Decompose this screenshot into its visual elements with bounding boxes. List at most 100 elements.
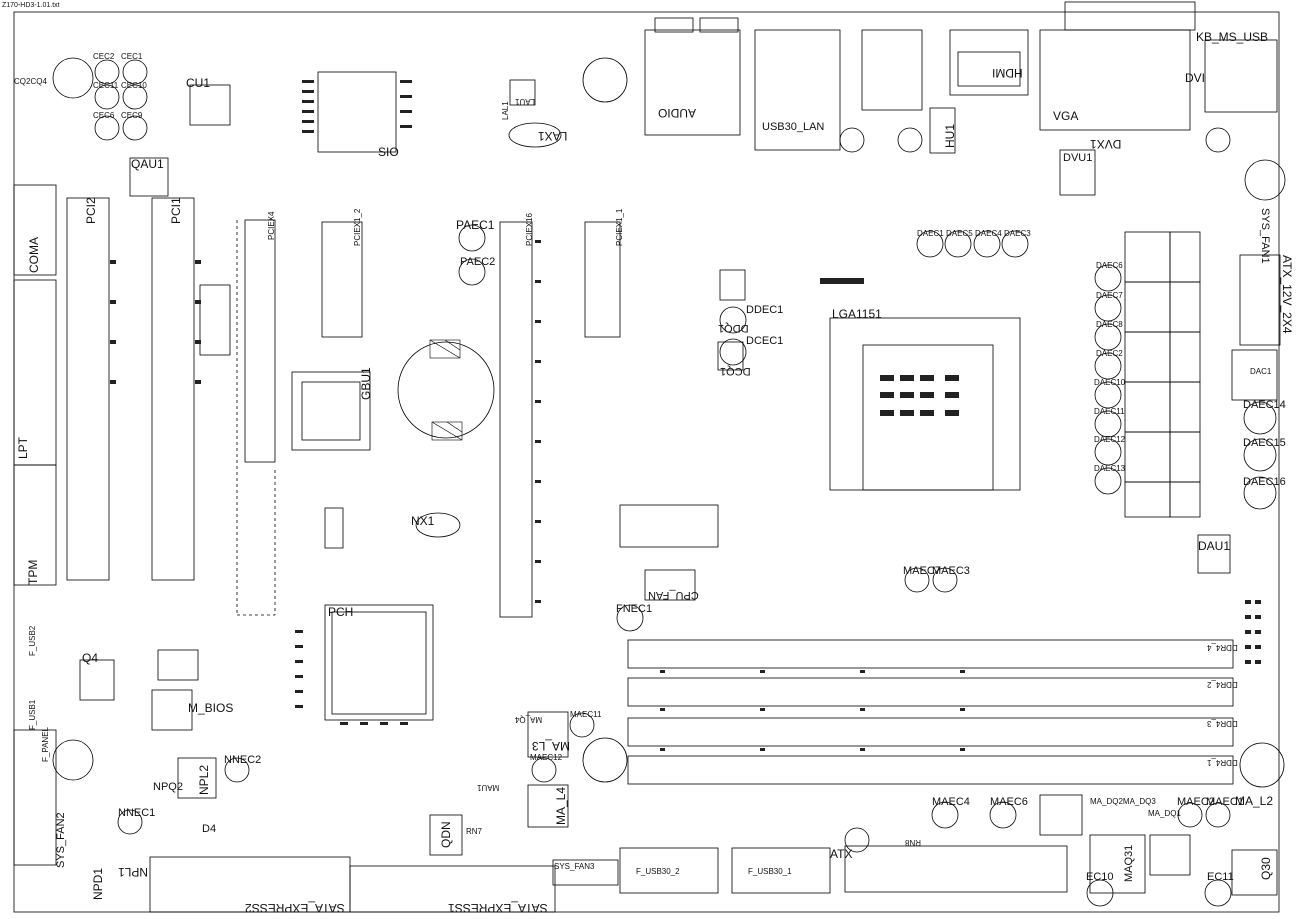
label-ma-l3: MA_L3 xyxy=(532,739,571,753)
label-paec1: PAEC1 xyxy=(456,218,495,232)
label-cq2cq4: CQ2CQ4 xyxy=(14,77,47,86)
sys-fan3-header xyxy=(552,859,619,886)
label-daec4: DAEC4 xyxy=(975,229,1002,238)
label-daec10: DAEC10 xyxy=(1094,378,1126,387)
label-sata-express2: SATA_EXPRESS2 xyxy=(245,901,345,915)
lga1151-socket xyxy=(829,317,1021,491)
label-f-usb30-1: F_USB30_1 xyxy=(748,867,792,876)
mount-hole-top-left xyxy=(52,57,94,99)
label-maec1: MAEC1 xyxy=(1206,796,1244,808)
tpm-outline xyxy=(13,464,57,586)
label-f-panel: F_PANEL xyxy=(41,727,50,762)
label-daec15: DAEC15 xyxy=(1243,437,1286,449)
mount-hole-top-mid xyxy=(582,57,628,103)
label-usb30-lan: USB30_LAN xyxy=(762,121,825,133)
f-usb30-2-header xyxy=(619,847,719,894)
label-fnec1: FNEC1 xyxy=(616,603,653,615)
sio-chip xyxy=(317,71,397,153)
label-daec3: DAEC3 xyxy=(1004,229,1031,238)
label-sys-fan1: SYS_FAN1 xyxy=(1259,208,1271,264)
label-ma-l4: MA_L4 xyxy=(554,786,568,825)
audio-jack-outline xyxy=(644,29,741,136)
pciex1-2-slot xyxy=(321,221,363,338)
label-nnec2: NNEC2 xyxy=(224,754,262,766)
label-atx: ATX xyxy=(830,847,853,861)
label-coma: COMA xyxy=(27,237,41,273)
label-rn8: RN8 xyxy=(905,838,922,847)
label-daec2: DAEC2 xyxy=(1096,349,1123,358)
label-npq2: NPQ2 xyxy=(153,781,183,793)
label-pciex1-2: PCIEX1_2 xyxy=(353,208,362,246)
label-mau1: MAU1 xyxy=(477,783,500,792)
label-ma-q4: MA_Q4 xyxy=(515,715,543,724)
label-maec12: MAEC12 xyxy=(530,753,563,762)
pciex1-1-slot xyxy=(584,221,621,338)
label-maec7: MAEC7 xyxy=(903,565,941,577)
pch-chip xyxy=(324,604,434,721)
cpu-fan-header xyxy=(644,569,696,601)
cmos-battery xyxy=(397,341,495,439)
label-pciex1-1: PCIEX1_1 xyxy=(615,208,624,246)
audio-jack-top-2 xyxy=(699,17,739,33)
label-lau1: LAU1 xyxy=(515,97,536,106)
mount-hole-right-top xyxy=(1244,159,1286,201)
label-cu1: CU1 xyxy=(186,76,211,90)
label-gbu1: GBU1 xyxy=(359,367,373,400)
file-title: Z170-HD3-1.01.txt xyxy=(2,2,60,9)
label-dvu1: DVU1 xyxy=(1063,152,1093,164)
label-ddq1: DDQ1 xyxy=(718,322,749,334)
label-maec11: MAEC11 xyxy=(570,710,602,719)
label-cec9: CEC9 xyxy=(121,111,143,120)
label-pch: PCH xyxy=(328,605,354,619)
label-nnec1: NNEC1 xyxy=(118,807,156,819)
usb-stack-outline xyxy=(861,29,923,111)
ddr4-slot-3 xyxy=(627,717,1234,747)
label-daec6: DAEC6 xyxy=(1096,261,1123,270)
label-daec5: DAEC5 xyxy=(946,229,973,238)
label-dcq1: DCQ1 xyxy=(720,365,751,377)
label-f-usb2: F_USB2 xyxy=(28,625,37,656)
label-lpt: LPT xyxy=(16,436,30,459)
pciex4-slot xyxy=(244,219,276,463)
label-sys-fan2: SYS_FAN2 xyxy=(55,812,67,868)
label-hu1: HU1 xyxy=(943,123,957,148)
label-daec8: DAEC8 xyxy=(1096,320,1123,329)
mount-hole-bottom-left xyxy=(52,739,94,781)
label-dvi: DVI xyxy=(1185,71,1206,85)
label-vga: VGA xyxy=(1053,109,1079,123)
label-ddr4-4: DDR4_4 xyxy=(1207,643,1238,652)
label-cec2: CEC2 xyxy=(93,52,115,61)
label-ma-dq1: MA_DQ1 xyxy=(1148,809,1181,818)
sata-express1 xyxy=(349,865,556,913)
label-hdmi: HDMI xyxy=(992,66,1023,80)
label-dvx1: DVX1 xyxy=(1090,137,1122,151)
label-ma-l2: MA_L2 xyxy=(1235,794,1274,808)
label-pciex16: PCIEX16 xyxy=(525,213,534,246)
label-pciex4: PCIEX4 xyxy=(267,211,276,240)
label-daec7: DAEC7 xyxy=(1096,291,1123,300)
ddr4-slot-4 xyxy=(627,639,1234,669)
label-d4: D4 xyxy=(202,823,217,835)
label-q4: Q4 xyxy=(82,651,99,665)
label-pci2: PCI2 xyxy=(84,197,98,224)
label-paec2: PAEC2 xyxy=(460,256,496,268)
mount-hole-bottom-right xyxy=(1239,742,1285,788)
label-npd1: NPD1 xyxy=(91,867,105,900)
label-ec10: EC10 xyxy=(1086,871,1114,883)
label-f-usb30-2: F_USB30_2 xyxy=(636,867,680,876)
pci2-slot xyxy=(66,197,110,581)
label-qdn: QDN xyxy=(439,821,453,848)
ddr4-slot-1 xyxy=(627,755,1234,785)
f-usb30-1-header xyxy=(731,847,831,894)
kb-ms-usb-outline xyxy=(1204,39,1278,113)
label-m-bios: M_BIOS xyxy=(188,701,234,715)
label-cpu-fan: CPU_FAN xyxy=(648,589,699,601)
usb30-lan-outline xyxy=(754,29,841,151)
label-audio: AUDIO xyxy=(658,106,697,120)
label-maec2: MAEC2 xyxy=(1177,796,1215,808)
label-maq31: MAQ31 xyxy=(1123,844,1135,882)
audio-jack-top-1 xyxy=(654,17,694,33)
label-pci1: PCI1 xyxy=(169,197,183,224)
label-dcec1: DCEC1 xyxy=(746,335,784,347)
